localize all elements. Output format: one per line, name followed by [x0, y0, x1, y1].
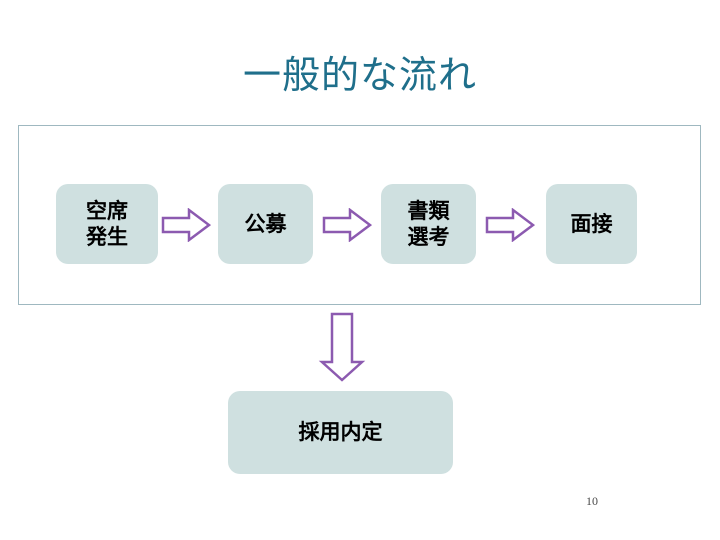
flow-node-interview: 面接 — [546, 184, 637, 264]
flow-node-document-screening-line2: 選考 — [407, 225, 450, 249]
flow-node-job-offer-label: 採用内定 — [298, 420, 383, 445]
arrow-right-icon-3 — [485, 207, 536, 243]
flow-node-vacancy: 空席 発生 — [56, 184, 158, 264]
flow-node-interview-line1: 面接 — [570, 211, 613, 236]
flow-node-document-screening: 書類 選考 — [381, 184, 476, 264]
arrow-right-icon-2 — [322, 207, 373, 243]
arrow-down-icon — [318, 312, 366, 382]
flow-node-open-recruitment-line1: 公募 — [244, 211, 287, 236]
page-number: 10 — [586, 494, 598, 508]
flow-node-document-screening-line1: 書類 — [407, 198, 450, 223]
arrow-right-icon-1 — [161, 207, 212, 243]
flow-node-open-recruitment: 公募 — [218, 184, 313, 264]
flow-node-job-offer: 採用内定 — [228, 391, 453, 474]
flow-frame — [18, 125, 701, 305]
flow-node-vacancy-line1: 空席 — [86, 198, 128, 223]
page-title: 一般的な流れ — [242, 53, 477, 97]
flow-node-vacancy-line2: 発生 — [86, 225, 128, 249]
